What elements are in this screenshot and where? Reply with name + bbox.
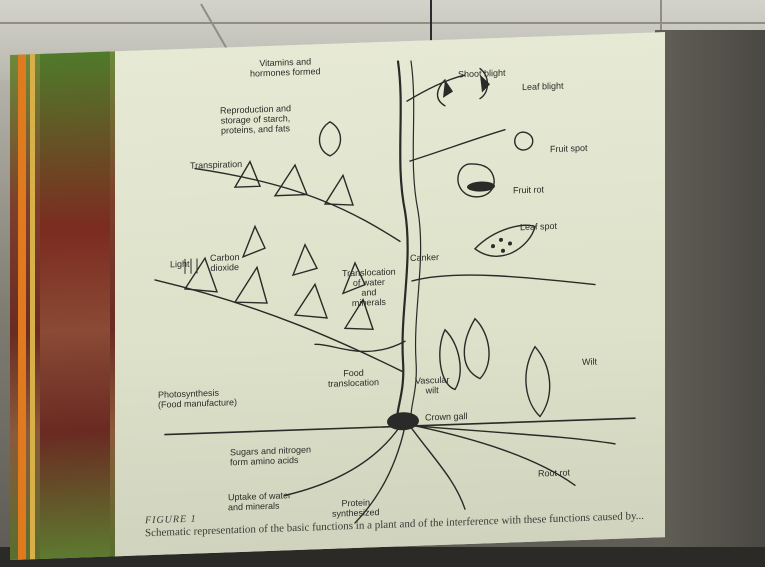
upper-leaflets <box>235 158 353 209</box>
wall-right <box>655 30 765 567</box>
fruit-spot-fruit <box>515 132 533 151</box>
fruit-cluster <box>320 121 341 156</box>
main-stem-edge <box>411 61 421 419</box>
label-vascular-wilt: Vascular wilt <box>415 375 449 396</box>
label-fruit-spot: Fruit spot <box>550 143 588 154</box>
top-branch <box>407 75 465 101</box>
yellow-band <box>30 54 35 559</box>
label-wilt: Wilt <box>582 357 597 368</box>
projected-slide: Vitamins and hormones formed Reproductio… <box>10 32 665 560</box>
label-photosynthesis: Photosynthesis (Food manufacture) <box>158 387 237 410</box>
label-uptake: Uptake of water and minerals <box>228 490 291 512</box>
label-canker: Canker <box>410 252 439 263</box>
label-light: Light <box>170 259 190 270</box>
fruit-rot-fruit <box>458 163 494 197</box>
right-branch <box>412 270 595 291</box>
label-reproduction: Reproduction and storage of starch, prot… <box>220 103 291 135</box>
label-vitamins: Vitamins and hormones formed <box>250 56 321 78</box>
label-shoot-blight: Shoot blight <box>458 68 506 80</box>
upper-branch <box>195 161 400 248</box>
food-arrow <box>315 341 405 353</box>
label-food-translocation: Food translocation <box>328 367 379 389</box>
label-carbon-dioxide: Carbon dioxide <box>210 252 240 273</box>
fruit-branch <box>410 130 505 161</box>
label-transpiration: Transpiration <box>190 159 242 171</box>
foliage-photo <box>40 52 110 559</box>
crown-gall-mass <box>387 412 419 431</box>
label-leaf-spot: Leaf spot <box>520 221 557 232</box>
label-fruit-rot: Fruit rot <box>513 184 544 195</box>
projector-cable <box>430 0 432 42</box>
label-sugars: Sugars and nitrogen form amino acids <box>230 444 311 467</box>
label-crown-gall: Crown gall <box>425 411 468 422</box>
label-root-rot: Root rot <box>538 467 570 478</box>
decorative-plant-photo-strip <box>10 51 115 560</box>
label-translocation: Translocation of water and minerals <box>342 267 396 309</box>
orange-band <box>18 54 26 559</box>
label-leaf-blight: Leaf blight <box>522 81 564 92</box>
wilt-leaf-2 <box>464 318 489 379</box>
ceiling-tile-line <box>0 22 765 24</box>
wilt-leaf-3 <box>526 346 550 417</box>
